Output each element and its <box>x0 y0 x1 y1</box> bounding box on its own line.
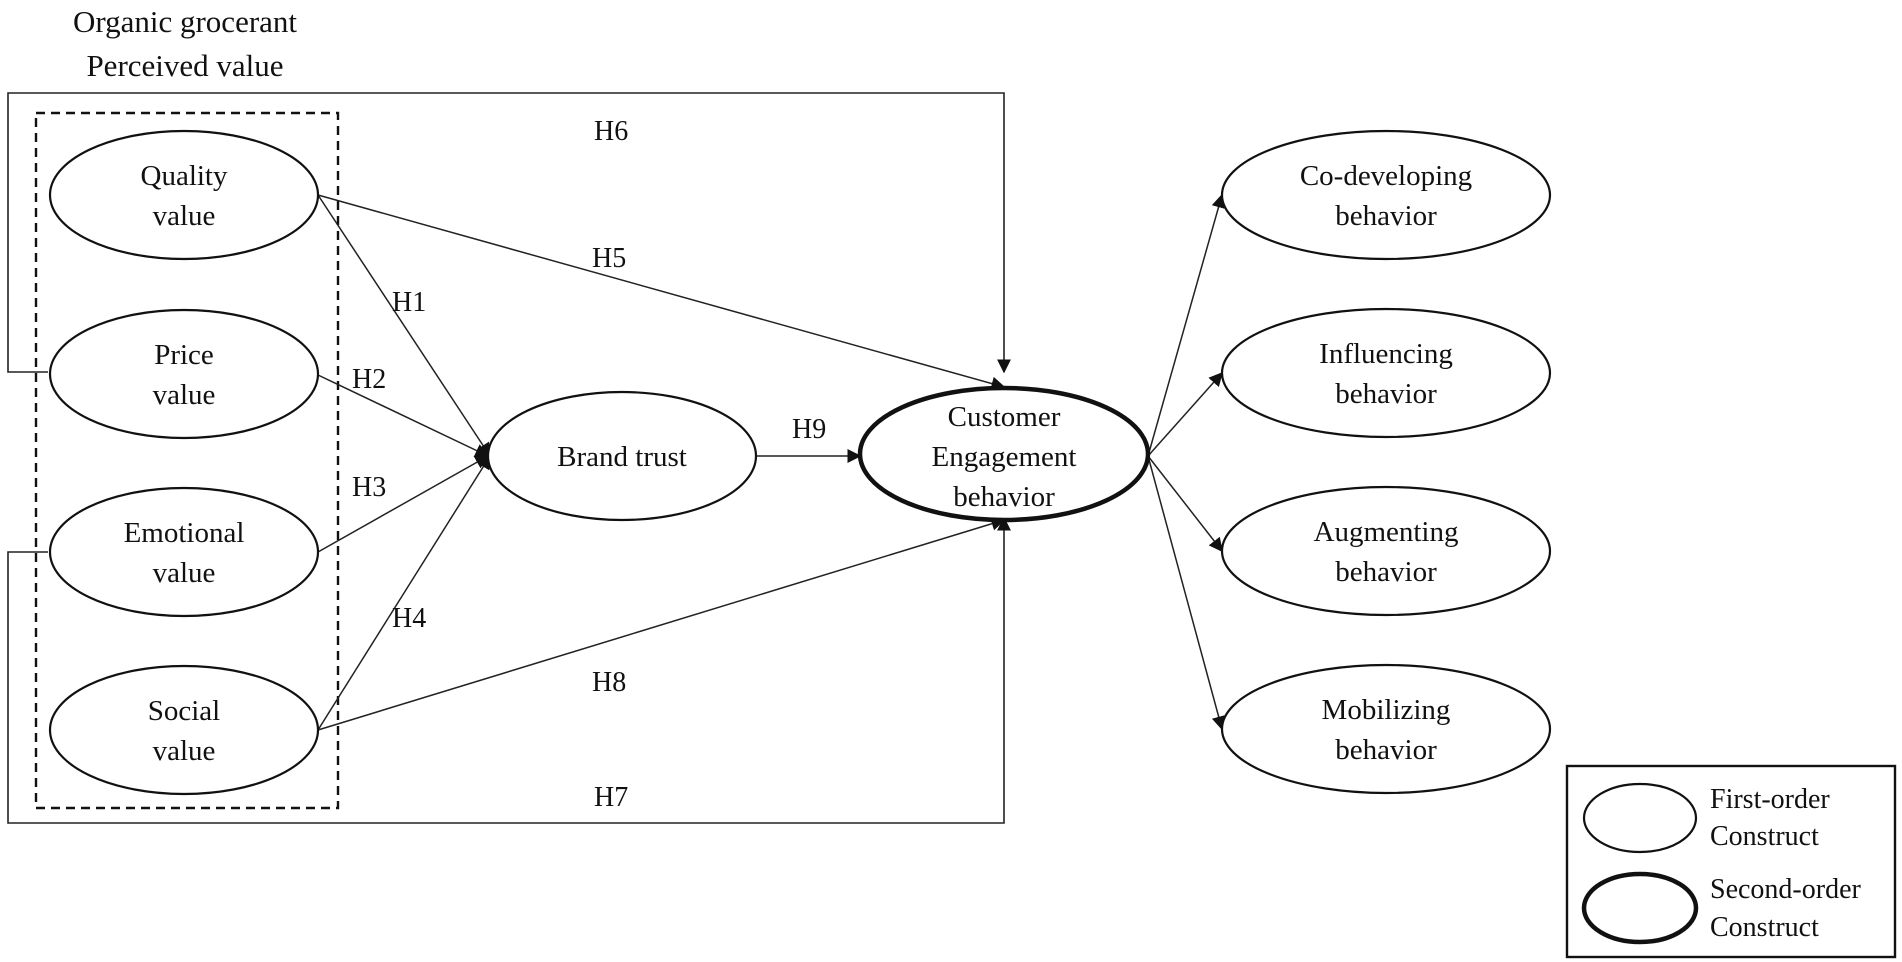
node-ceb-label-3: behavior <box>953 481 1055 513</box>
node-social-label-1: Social <box>148 695 221 727</box>
node-social-label-2: value <box>153 735 216 767</box>
label-h4: H4 <box>392 603 426 634</box>
edge-ceb-mobilizing <box>1147 455 1226 731</box>
node-price-value: Price value <box>48 308 320 440</box>
node-influencing-label-1: Influencing <box>1319 338 1453 370</box>
edge-ceb-augmenting <box>1147 455 1223 553</box>
legend-second-order-label-1: Second-order <box>1710 874 1862 905</box>
label-h2: H2 <box>352 364 386 395</box>
node-quality-label-2: value <box>153 200 216 232</box>
label-h6: H6 <box>594 116 628 147</box>
node-mobilizing-label-1: Mobilizing <box>1322 694 1451 726</box>
edge-price-brandtrust <box>317 374 490 457</box>
h7-frame-path <box>7 516 1011 824</box>
node-emotional-label-2: value <box>153 557 216 589</box>
node-quality-value: Quality value <box>48 129 320 261</box>
node-price-label-1: Price <box>154 339 214 371</box>
node-influencing-behavior: Influencing behavior <box>1220 307 1552 439</box>
legend-first-order-label-1: First-order <box>1710 784 1830 815</box>
node-augmenting-behavior: Augmenting behavior <box>1220 485 1552 617</box>
legend-second-order-label-2: Construct <box>1710 912 1819 943</box>
node-price-label-2: value <box>153 379 216 411</box>
node-codev-label-2: behavior <box>1335 200 1437 232</box>
diagram-title-line-2: Perceived value <box>86 48 283 83</box>
edge-ceb-influencing <box>1147 371 1223 457</box>
label-h5: H5 <box>592 243 626 274</box>
edge-emotional-brandtrust <box>317 455 490 553</box>
node-augmenting-label-1: Augmenting <box>1314 516 1459 548</box>
edge-quality-ceb <box>317 194 1006 391</box>
edge-ceb-codev <box>1147 193 1226 457</box>
diagram-title-line-1: Organic grocerant <box>73 4 297 39</box>
label-h7: H7 <box>594 782 628 813</box>
node-ceb-label-2: Engagement <box>932 441 1077 473</box>
edge-social-ceb <box>317 516 1006 731</box>
node-brand-trust-label: Brand trust <box>557 441 687 473</box>
node-ceb-label-1: Customer <box>948 401 1061 433</box>
node-co-developing-behavior: Co-developing behavior <box>1220 129 1552 261</box>
node-mobilizing-label-2: behavior <box>1335 734 1437 766</box>
node-augmenting-label-2: behavior <box>1335 556 1437 588</box>
legend-first-order-symbol <box>1582 782 1698 854</box>
edge-quality-brandtrust <box>317 194 491 458</box>
h6-frame-path <box>7 92 1011 374</box>
label-h3: H3 <box>352 472 386 503</box>
legend-first-order-label-2: Construct <box>1710 821 1819 852</box>
legend-second-order-symbol <box>1581 871 1699 945</box>
legend: First-order Construct Second-order Const… <box>1565 764 1897 959</box>
node-customer-engagement-behavior: Customer Engagement behavior <box>857 385 1151 523</box>
node-codev-label-1: Co-developing <box>1300 160 1472 192</box>
label-h8: H8 <box>592 667 626 698</box>
node-quality-label-1: Quality <box>141 160 228 192</box>
node-emotional-label-1: Emotional <box>124 517 245 549</box>
node-brand-trust: Brand trust <box>486 390 758 522</box>
label-h9: H9 <box>792 414 826 445</box>
node-emotional-value: Emotional value <box>48 486 320 618</box>
label-h1: H1 <box>392 287 426 318</box>
node-influencing-label-2: behavior <box>1335 378 1437 410</box>
perceived-value-group <box>34 111 340 810</box>
node-mobilizing-behavior: Mobilizing behavior <box>1220 663 1552 795</box>
edge-social-brandtrust <box>317 454 491 731</box>
node-social-value: Social value <box>48 664 320 796</box>
